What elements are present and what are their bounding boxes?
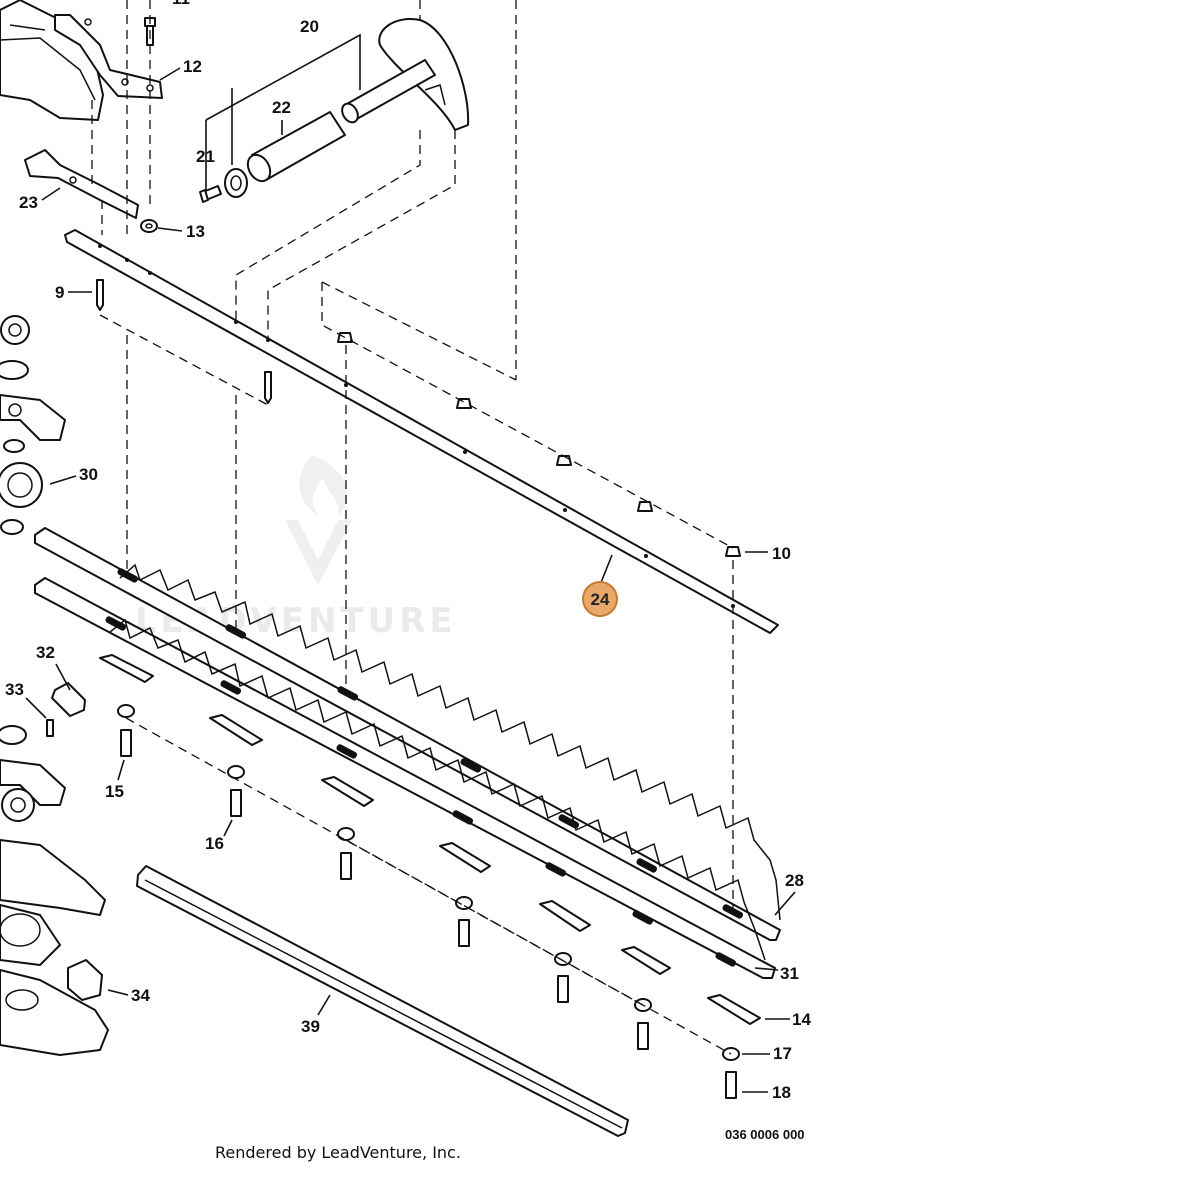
callout-11[interactable]: 11 [172,0,190,8]
callout-24-highlight: 24 [591,590,610,609]
callout-16[interactable]: 16 [205,834,224,853]
callout-31[interactable]: 31 [780,964,799,983]
callout-22[interactable]: 22 [272,98,291,117]
callout-13[interactable]: 13 [186,222,205,241]
callout-20[interactable]: 20 [300,17,319,36]
callout-33[interactable]: 33 [5,680,24,699]
callout-10[interactable]: 10 [772,544,791,563]
part-32-33 [46,682,86,737]
part-39-guard [136,865,629,1137]
leader-lines [25,33,796,1093]
part-22-sleeve [246,111,346,183]
callout-21[interactable]: 21 [196,147,215,166]
highlight-24[interactable]: 24 [582,581,618,617]
callout-15[interactable]: 15 [105,782,124,801]
part-20-deflector [341,18,470,131]
gearbox-housing-top [0,0,104,121]
callout-30[interactable]: 30 [79,465,98,484]
part-12-bracket [54,14,163,99]
part-28-blade [34,527,781,941]
drawing-code: 036 0006 000 [725,1127,805,1142]
callout-14[interactable]: 14 [792,1010,811,1029]
part-10-nuts [337,332,741,557]
part-17-washers [117,704,740,1061]
callout-12[interactable]: 12 [183,57,202,76]
callout-39[interactable]: 39 [301,1017,320,1036]
part-34-guide [67,959,103,1001]
part-14-pads [99,654,761,1025]
part-24-strip [64,229,779,634]
part-23-bracket [24,149,139,219]
part-13-washer [140,219,158,233]
callout-9[interactable]: 9 [55,283,64,302]
footer-credit: Rendered by LeadVenture, Inc. [215,1143,461,1162]
callout-32[interactable]: 32 [36,643,55,662]
assembly-lines [91,0,734,1055]
part-15-16-18-bolts [120,729,737,1099]
callout-18[interactable]: 18 [772,1083,791,1102]
left-side-parts [0,315,109,1056]
callout-17[interactable]: 17 [773,1044,792,1063]
callout-34[interactable]: 34 [131,986,150,1005]
callouts: 11 12 20 22 21 23 13 9 30 10 32 33 15 16… [5,0,811,1102]
callout-23[interactable]: 23 [19,193,38,212]
part-21-screw [199,168,248,203]
part-31-blade [34,577,776,979]
part-9-screws [96,279,272,404]
callout-28[interactable]: 28 [785,871,804,890]
